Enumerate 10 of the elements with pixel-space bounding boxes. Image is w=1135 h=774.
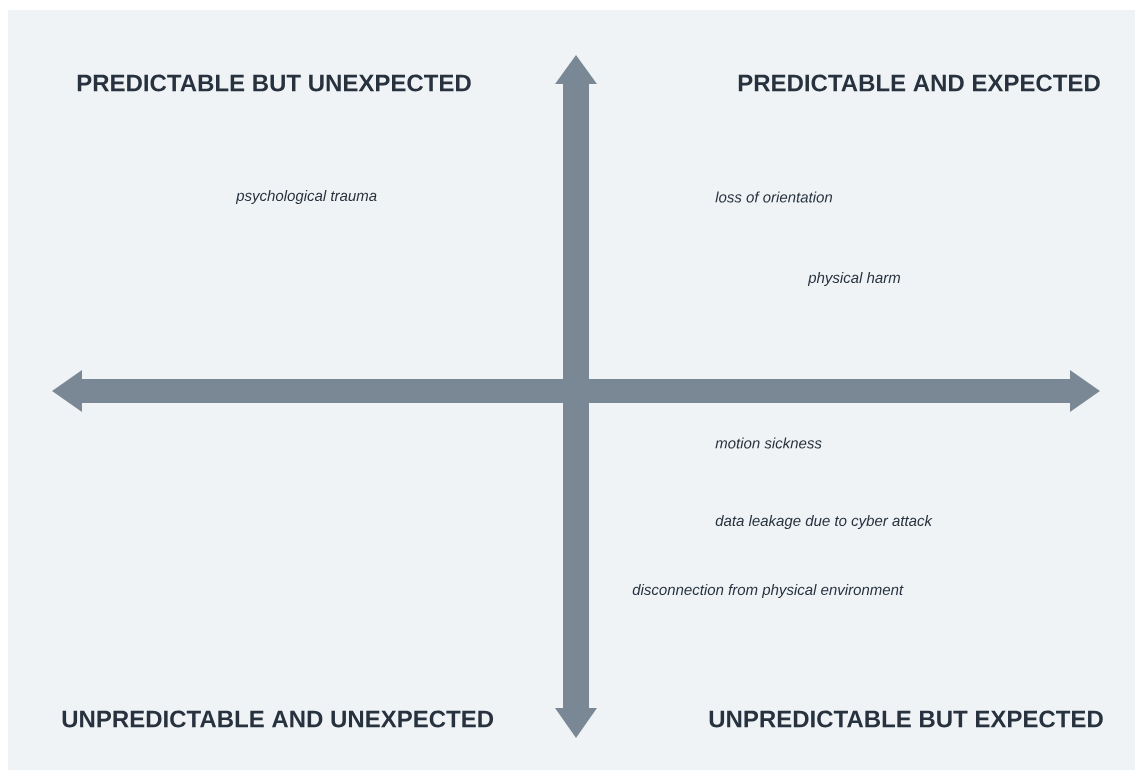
risk-label: physical harm [807,272,900,286]
quadrant-heading: PREDICTABLE BUT UNEXPECTED [77,74,471,92]
risk-label: loss of orientation [715,191,833,203]
quadrant-heading: PREDICTABLE AND EXPECTED [738,74,1100,92]
quadrant-heading: UNPREDICTABLE BUT EXPECTED [709,710,1103,728]
risk-label: psychological trauma [235,190,377,204]
risk-label: motion sickness [715,437,822,449]
quadrant-heading: UNPREDICTABLE AND UNEXPECTED [62,710,494,728]
risk-label: data leakage due to cyber attack [715,515,933,529]
risk-label: disconnection from physical environment [632,584,904,598]
